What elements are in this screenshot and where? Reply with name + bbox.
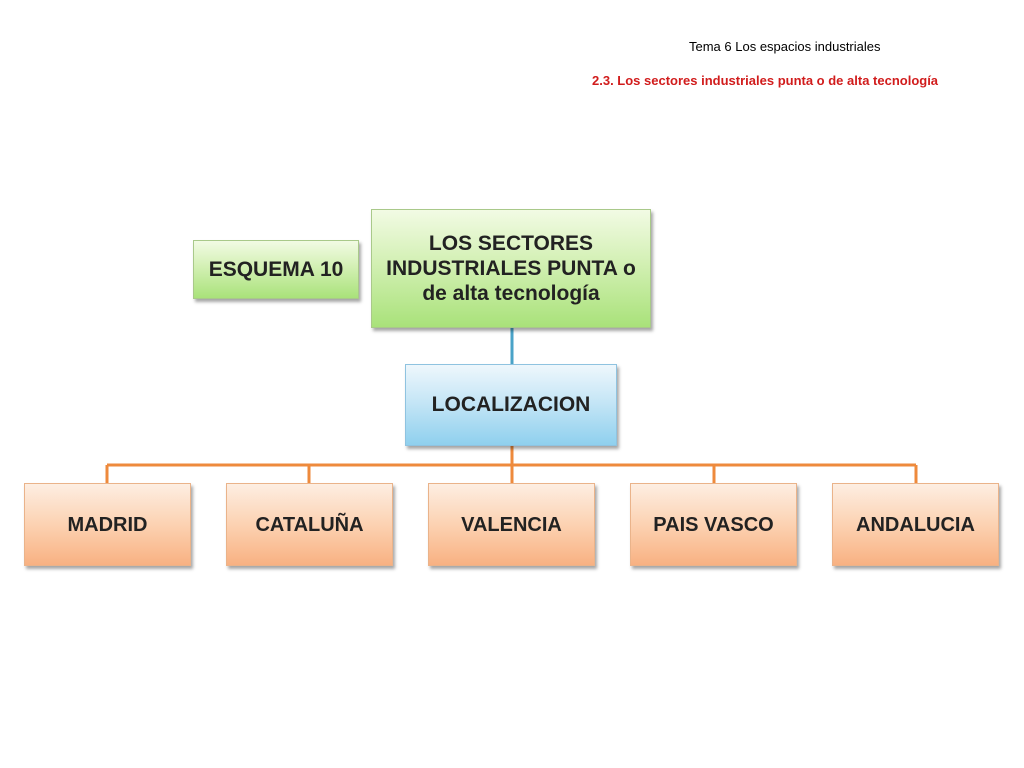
region-node-madrid: MADRID [24, 483, 191, 566]
region-node-valencia: VALENCIA [428, 483, 595, 566]
localizacion-node-label: LOCALIZACION [431, 393, 591, 417]
topic-header: Tema 6 Los espacios industriales [689, 39, 881, 54]
localizacion-node: LOCALIZACION [405, 364, 617, 446]
region-label: CATALUÑA [255, 513, 364, 536]
region-label: VALENCIA [461, 513, 562, 536]
root-node: LOS SECTORES INDUSTRIALES PUNTA o de alt… [371, 209, 651, 328]
region-node-andalucia: ANDALUCIA [832, 483, 999, 566]
region-label: MADRID [67, 513, 148, 536]
section-subtitle: 2.3. Los sectores industriales punta o d… [592, 73, 939, 88]
region-node-pais-vasco: PAIS VASCO [630, 483, 797, 566]
esquema-tag: ESQUEMA 10 [193, 240, 359, 299]
region-label: ANDALUCIA [856, 513, 975, 536]
region-label: PAIS VASCO [653, 513, 774, 536]
root-node-label: LOS SECTORES INDUSTRIALES PUNTA o de alt… [386, 231, 636, 306]
esquema-tag-label: ESQUEMA 10 [208, 257, 344, 281]
region-node-cataluna: CATALUÑA [226, 483, 393, 566]
